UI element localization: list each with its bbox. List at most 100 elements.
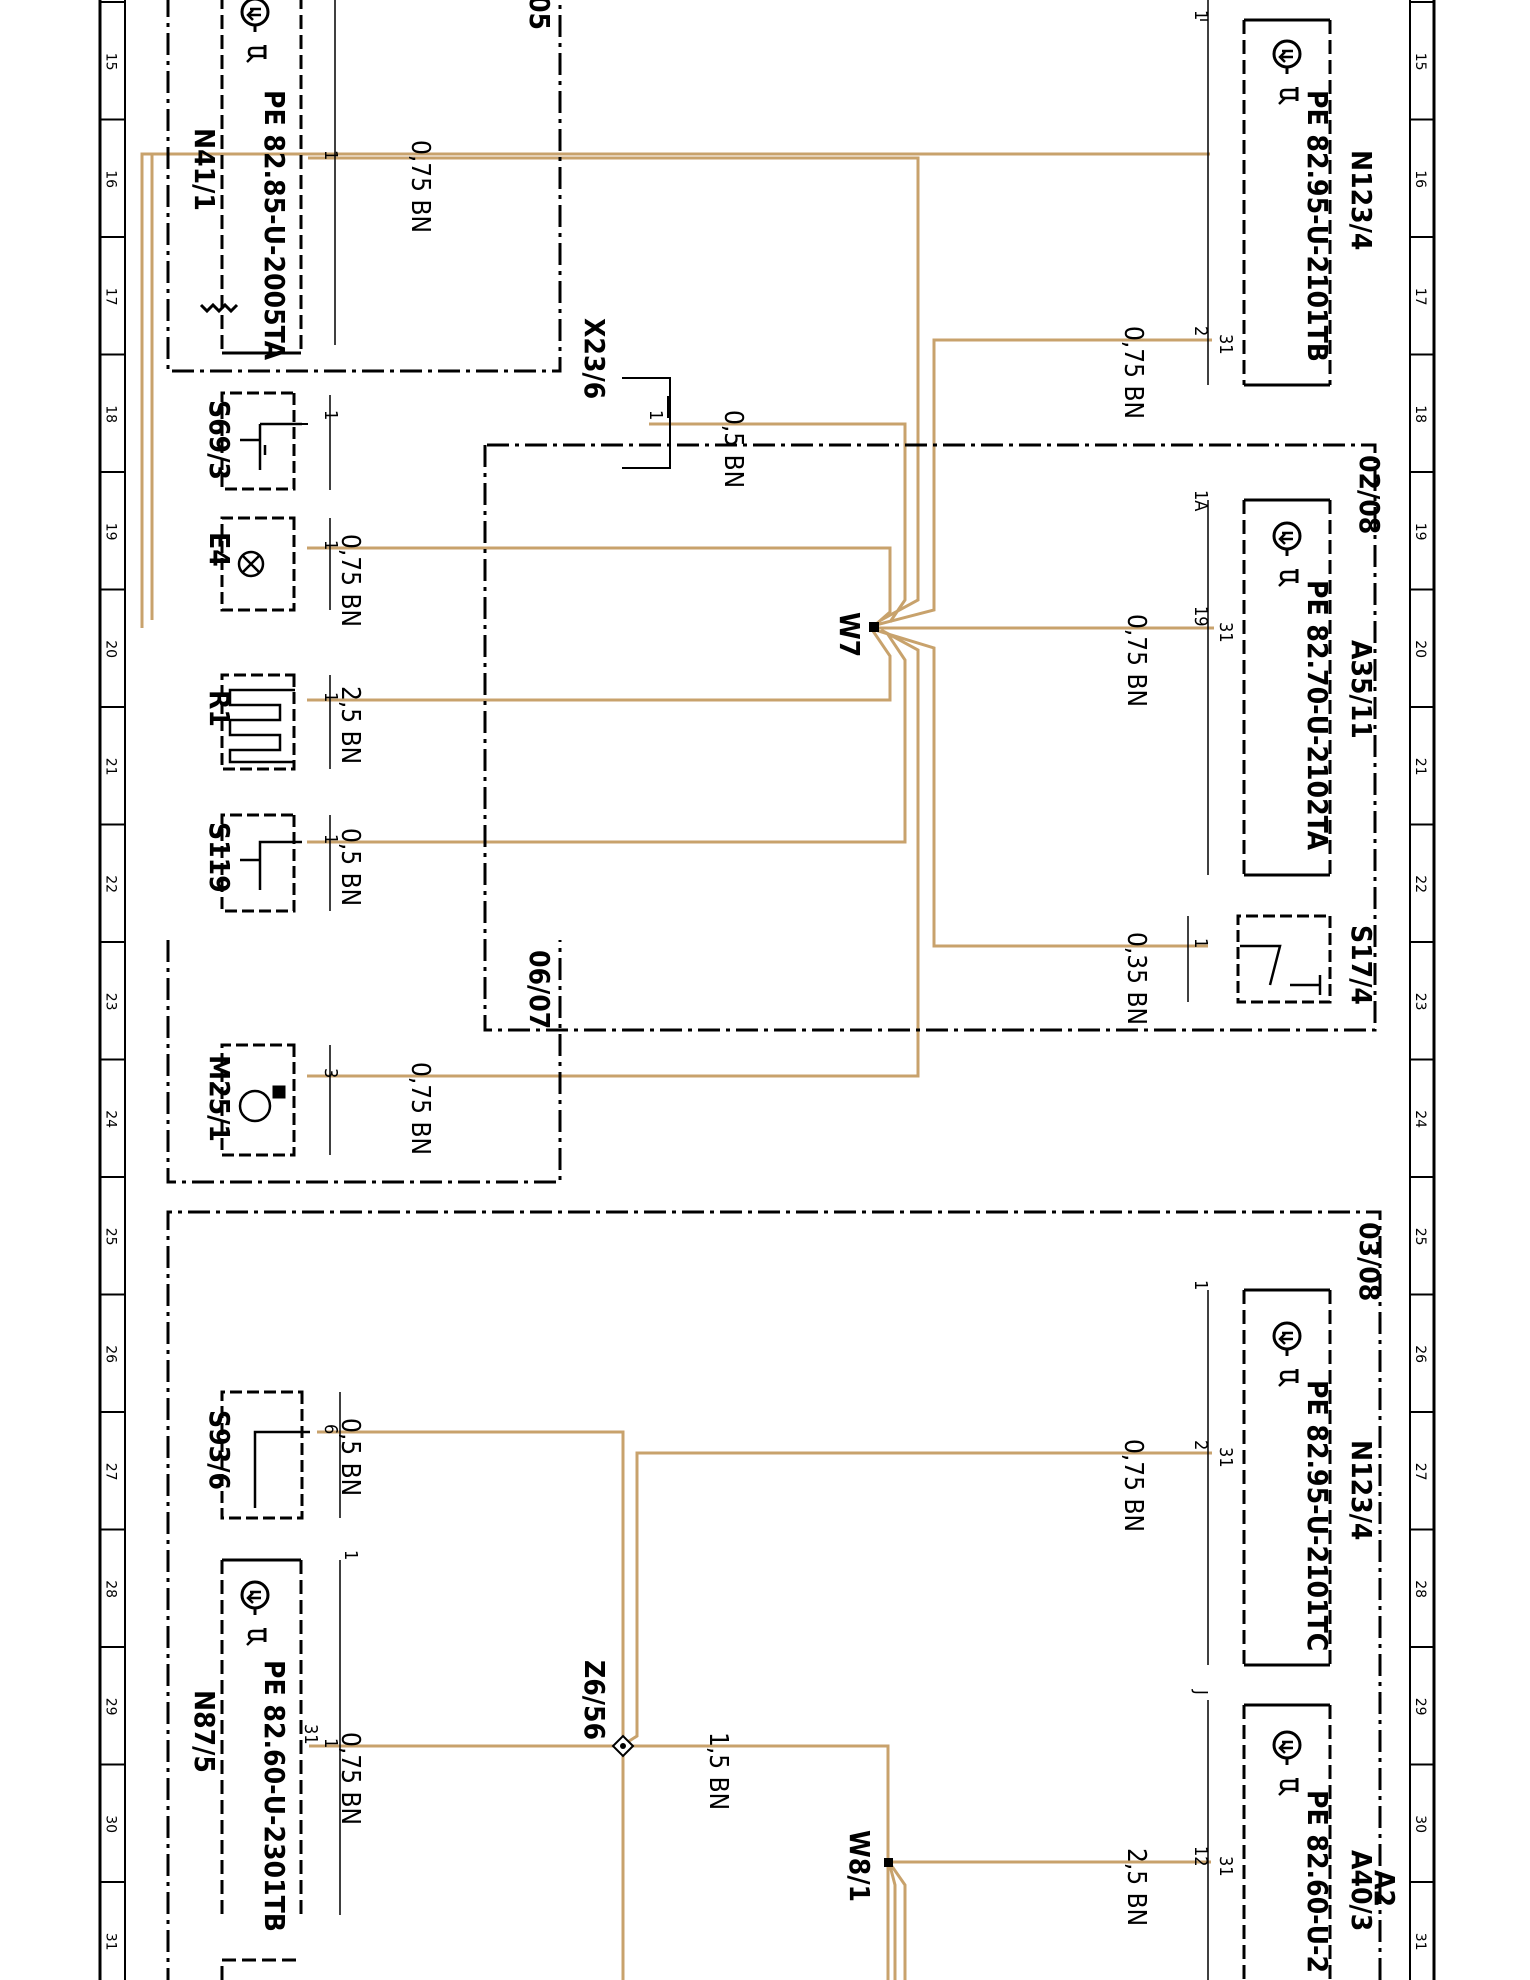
wire-label-n41: 0,75 BN xyxy=(405,140,435,233)
s17-4-component xyxy=(1187,914,1332,1004)
earth-sensor-icon xyxy=(1272,1321,1302,1388)
ruler-number: 27 xyxy=(103,1463,119,1481)
wire-bundle xyxy=(307,156,1214,1078)
wire-label-r1: 2,5 BN xyxy=(335,686,365,764)
svg-text:1: 1 xyxy=(1190,10,1211,20)
n123-4-bottom-component xyxy=(1207,1288,1332,1667)
a35-11-part: PE 82.70-U-2102TA xyxy=(1301,580,1334,851)
s119-component xyxy=(220,813,331,913)
n41-1-label: N41/1 xyxy=(188,128,221,211)
svg-text:31: 31 xyxy=(300,1724,321,1745)
z6-56-label: Z6/56 xyxy=(578,1660,611,1740)
x23-6-connector xyxy=(622,377,671,469)
wire-label-s17: 0,35 BN xyxy=(1121,932,1151,1025)
ruler-number: 17 xyxy=(103,288,119,306)
wire-label-s119: 0,5 BN xyxy=(335,828,365,906)
a35-11-component xyxy=(1207,498,1332,877)
svg-text:1: 1 xyxy=(320,692,341,702)
ruler-number: 28 xyxy=(103,1580,119,1598)
wire-label-x23: 0,5 BN xyxy=(718,410,748,488)
ruler-number: 18 xyxy=(103,405,119,423)
svg-text:31: 31 xyxy=(1215,334,1236,355)
earth-sensor-icon xyxy=(240,0,270,64)
ruler-number: 29 xyxy=(103,1698,119,1716)
svg-text:1: 1 xyxy=(320,834,341,844)
ruler-number: 17 xyxy=(1412,288,1428,306)
ruler-number: 30 xyxy=(1412,1815,1428,1833)
svg-text:1: 1 xyxy=(320,1738,341,1748)
ruler-number: 28 xyxy=(1412,1580,1428,1598)
ruler-number: 19 xyxy=(103,523,119,541)
e4-label: E4 xyxy=(203,532,236,567)
ruler-number: 20 xyxy=(1412,640,1428,658)
w8-1-label: W8/1 xyxy=(843,1830,876,1902)
wire-label-s93: 0,5 BN xyxy=(335,1418,365,1496)
svg-text:1: 1 xyxy=(645,410,666,420)
ruler-number: 26 xyxy=(103,1345,119,1363)
wire-label-n123-bottom: 0,75 BN xyxy=(1118,1439,1148,1532)
ruler-number: 31 xyxy=(1412,1933,1428,1951)
n87-5-part: PE 82.60-U-2301TB xyxy=(258,1660,291,1932)
svg-text:1: 1 xyxy=(320,540,341,550)
ruler-number: 16 xyxy=(1412,170,1428,188)
m25-1-label: M25/1 xyxy=(203,1055,236,1142)
s69-3-label: S69/3 xyxy=(203,400,236,480)
svg-text:19: 19 xyxy=(1190,606,1211,627)
svg-text:31: 31 xyxy=(1215,1447,1236,1468)
svg-text:3: 3 xyxy=(320,1068,341,1078)
svg-text:1: 1 xyxy=(340,1550,361,1560)
wire-n41-path xyxy=(150,152,1210,620)
svg-text:31: 31 xyxy=(1215,622,1236,643)
ruler-number: 18 xyxy=(1412,405,1428,423)
n123-4-bottom-part: PE 82.95-U-2101TC xyxy=(1301,1380,1334,1651)
ruler-number: 15 xyxy=(103,53,119,71)
wire-label-n123-top: 0,75 BN xyxy=(1118,326,1148,419)
earth-sensor-icon xyxy=(1272,39,1302,106)
a35-11-label: A35/11 xyxy=(1345,640,1378,739)
earth-sensor-icon xyxy=(1272,521,1302,588)
ref-05: 05 xyxy=(523,0,556,30)
r1-label: R1 xyxy=(203,690,236,727)
ruler-number: 21 xyxy=(1412,758,1428,776)
z6-56-splice-node xyxy=(611,1734,635,1758)
svg-text:1: 1 xyxy=(320,150,341,160)
ref-03-08: 03/08 xyxy=(1353,1222,1386,1301)
s119-label: S119 xyxy=(203,822,236,893)
svg-text:1: 1 xyxy=(1190,938,1211,948)
a40-3-part: PE 82.60-U-2 xyxy=(1301,1790,1334,1973)
a2-label: A2 xyxy=(1368,1870,1401,1907)
r1-component xyxy=(220,673,331,771)
ruler-number: 30 xyxy=(103,1815,119,1833)
n87-5-label: N87/5 xyxy=(188,1690,221,1773)
svg-text:1: 1 xyxy=(1190,1280,1211,1290)
m25-1-component xyxy=(166,940,562,1184)
ruler-number: 22 xyxy=(103,875,119,893)
wire-label-m25: 0,75 BN xyxy=(405,1062,435,1155)
zig-n41 xyxy=(199,303,239,313)
ruler-number: 21 xyxy=(103,758,119,776)
a2-box xyxy=(166,1210,1382,1980)
ruler-number: 23 xyxy=(1412,993,1428,1011)
n123-4-bottom-label: N123/4 xyxy=(1345,1440,1378,1540)
wire-label-a35: 0,75 BN xyxy=(1121,614,1151,707)
wire-bundle-bottom xyxy=(309,1430,1212,1980)
ref-06-07: 06/07 xyxy=(523,950,556,1029)
w7-splice-node xyxy=(869,622,879,632)
svg-text:31: 31 xyxy=(1215,1856,1236,1877)
wire-label-a40: 2,5 BN xyxy=(1121,1848,1151,1926)
ref-02-08: 02/08 xyxy=(1353,455,1386,534)
ruler-number: 31 xyxy=(103,1933,119,1951)
ruler-number: 27 xyxy=(1412,1463,1428,1481)
svg-text:2: 2 xyxy=(1190,326,1211,336)
svg-text:6: 6 xyxy=(320,1424,341,1434)
ruler-number: 20 xyxy=(103,640,119,658)
ruler-number: 29 xyxy=(1412,1698,1428,1716)
n41-1-part: PE 82.85-U-2005TA xyxy=(258,90,291,361)
x23-6-label: X23/6 xyxy=(578,318,611,399)
a40-3-label: A40/3 xyxy=(1345,1850,1378,1931)
a40-3-component xyxy=(1207,1700,1332,1980)
earth-sensor-icon xyxy=(240,1580,270,1647)
